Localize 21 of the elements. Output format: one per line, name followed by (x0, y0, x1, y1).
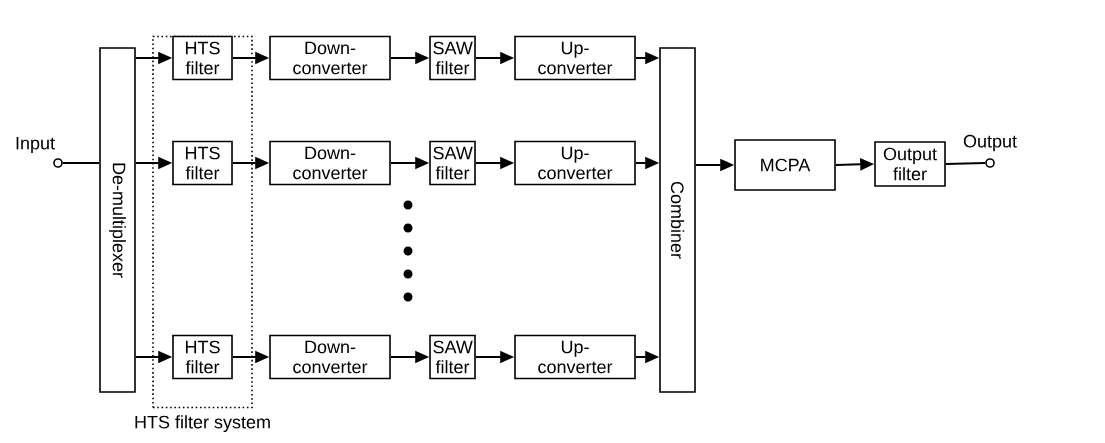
terminal-label: Input (16, 136, 55, 154)
process-box: Down- converter (269, 334, 391, 380)
process-box: HTS filter (172, 334, 233, 380)
terminal-label: Output (963, 134, 1017, 152)
process-box: Down- converter (269, 140, 391, 186)
process-box: MCPA (734, 139, 836, 191)
process-box: Down- converter (269, 35, 391, 81)
process-box: HTS filter (172, 35, 233, 81)
process-box: SAW filter (429, 35, 476, 81)
connector-line (944, 162, 987, 165)
process-box: Up- converter (514, 334, 636, 380)
process-box: HTS filter (172, 140, 233, 186)
group-label: HTS filter system (135, 415, 270, 432)
process-box: Up- converter (514, 140, 636, 186)
process-box: SAW filter (429, 334, 476, 380)
process-box: Up- converter (514, 35, 636, 81)
vertical-block: De-multiplexer (99, 47, 136, 393)
process-box: Output filter (874, 141, 946, 187)
vertical-block: Combiner (659, 47, 696, 393)
connector-line (61, 162, 101, 164)
process-box: SAW filter (429, 140, 476, 186)
